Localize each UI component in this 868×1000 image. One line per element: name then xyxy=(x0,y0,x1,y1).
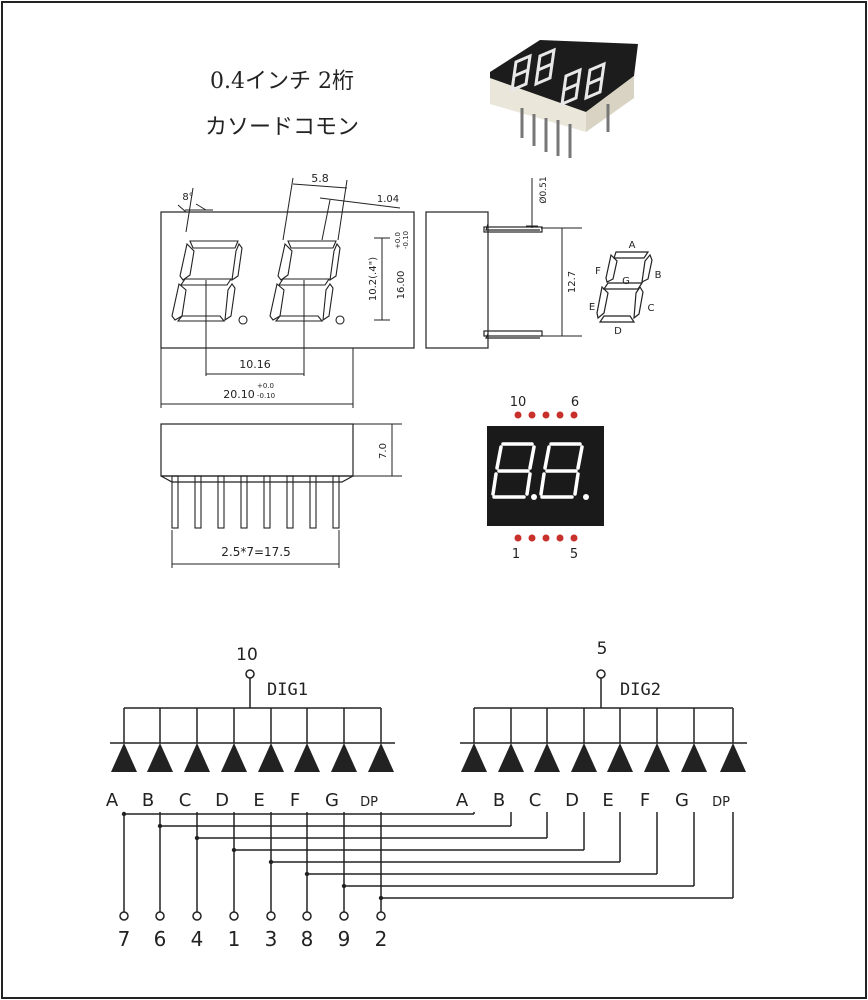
dig1-segment-labels: A B C D E F G DP xyxy=(106,790,378,811)
diode-symbol xyxy=(258,743,284,772)
dig1-segment-label: D xyxy=(215,790,229,811)
side-view xyxy=(425,178,582,349)
segment-width-label: 1.04 xyxy=(377,194,399,205)
dig1-segment-label: B xyxy=(142,790,154,811)
dig1-segment-label: G xyxy=(325,790,339,811)
dig1-segment-label: A xyxy=(106,790,119,811)
front-digit-1 xyxy=(171,240,248,325)
pin-label-bottom-right: 5 xyxy=(570,547,578,562)
pin-span-label: 12.7 xyxy=(567,271,578,293)
pitch-label: 10.16 xyxy=(239,358,271,371)
segment-label-c: C xyxy=(648,303,655,314)
diode-symbol xyxy=(184,743,210,772)
dig1-diode-bank xyxy=(110,669,395,772)
segment-label-e: E xyxy=(589,302,595,313)
digit-height-label: 10.2(.4") xyxy=(368,257,379,301)
dig2-segment-labels: A B C D E F G DP xyxy=(456,790,730,811)
diode-symbol xyxy=(720,743,746,772)
dig1-segment-label: F xyxy=(290,790,300,811)
segment-label-f: F xyxy=(595,266,601,277)
dig1-label: DIG1 xyxy=(267,680,308,700)
bottom-height-label: 7.0 xyxy=(378,443,389,459)
diode-symbol xyxy=(294,743,320,772)
angle-label: 8° xyxy=(182,192,193,203)
digit-width-label: 5.8 xyxy=(311,172,329,185)
diode-symbol xyxy=(571,743,597,772)
diode-symbol xyxy=(607,743,633,772)
dig1-segment-label: C xyxy=(179,790,192,811)
segment-wires xyxy=(119,811,734,921)
schematic-pin-number: 6 xyxy=(154,927,167,951)
product-photo xyxy=(490,40,638,158)
diode-symbol xyxy=(147,743,173,772)
dig2-segment-label: G xyxy=(675,790,689,811)
segment-label-b: B xyxy=(655,270,662,281)
title-type-label: カソードコモン xyxy=(205,115,359,140)
schematic-pin-number: 3 xyxy=(265,927,278,951)
dig1-segment-label: E xyxy=(253,790,264,811)
dig2-segment-label: C xyxy=(529,790,542,811)
front-digit-2 xyxy=(269,240,345,325)
pin-diagram xyxy=(487,411,604,542)
dig2-diode-bank xyxy=(460,669,747,772)
dig1-segment-label: DP xyxy=(360,795,378,810)
pin-pitch-label: 2.5*7=17.5 xyxy=(221,545,291,559)
dig2-segment-label: A xyxy=(456,790,469,811)
diode-symbol xyxy=(368,743,394,772)
diode-symbol xyxy=(461,743,487,772)
height-label: 16.00 xyxy=(396,271,407,300)
diode-symbol xyxy=(111,743,137,772)
dig2-segment-label: D xyxy=(565,790,579,811)
schematic xyxy=(110,669,747,921)
dig2-segment-label: E xyxy=(602,790,613,811)
bottom-view xyxy=(160,423,402,568)
height-tol-plus: +0.0 xyxy=(394,232,402,249)
diode-symbol xyxy=(644,743,670,772)
height-dimension-group: 16.00 +0.0 -0.10 xyxy=(394,231,410,299)
segment-label-a: A xyxy=(629,240,636,251)
dig2-segment-label: DP xyxy=(712,795,730,810)
diode-symbol xyxy=(498,743,524,772)
diode-symbol xyxy=(331,743,357,772)
schematic-pin-number: 7 xyxy=(118,927,131,951)
schematic-pin-number: 2 xyxy=(375,927,388,951)
dig2-pin-label: 5 xyxy=(597,639,608,659)
dig2-label: DIG2 xyxy=(620,680,661,700)
segment-label-d: D xyxy=(614,326,622,337)
pin-label-top-left: 10 xyxy=(510,395,527,410)
segment-map xyxy=(596,251,653,323)
width-tol-minus: -0.10 xyxy=(257,392,275,400)
pin-label-top-right: 6 xyxy=(571,395,579,410)
diode-symbol xyxy=(221,743,247,772)
width-tol-plus: +0.0 xyxy=(257,382,274,390)
width-label: 20.10 xyxy=(223,388,255,401)
height-tol-minus: -0.10 xyxy=(402,231,410,249)
pin-dia-label: Ø0.51 xyxy=(538,176,549,203)
schematic-pin-number: 9 xyxy=(338,927,351,951)
dig1-pin-label: 10 xyxy=(236,645,258,665)
diode-symbol xyxy=(534,743,560,772)
diode-symbol xyxy=(681,743,707,772)
schematic-pin-number: 4 xyxy=(191,927,204,951)
pin-label-bottom-left: 1 xyxy=(512,547,520,562)
segment-label-g: G xyxy=(622,276,630,287)
title-size-label: 0.4インチ 2桁 xyxy=(210,69,354,94)
schematic-pin-number: 8 xyxy=(301,927,314,951)
dig2-segment-label: F xyxy=(640,790,650,811)
dig2-segment-label: B xyxy=(493,790,505,811)
schematic-pin-number: 1 xyxy=(228,927,241,951)
front-view xyxy=(160,177,415,408)
